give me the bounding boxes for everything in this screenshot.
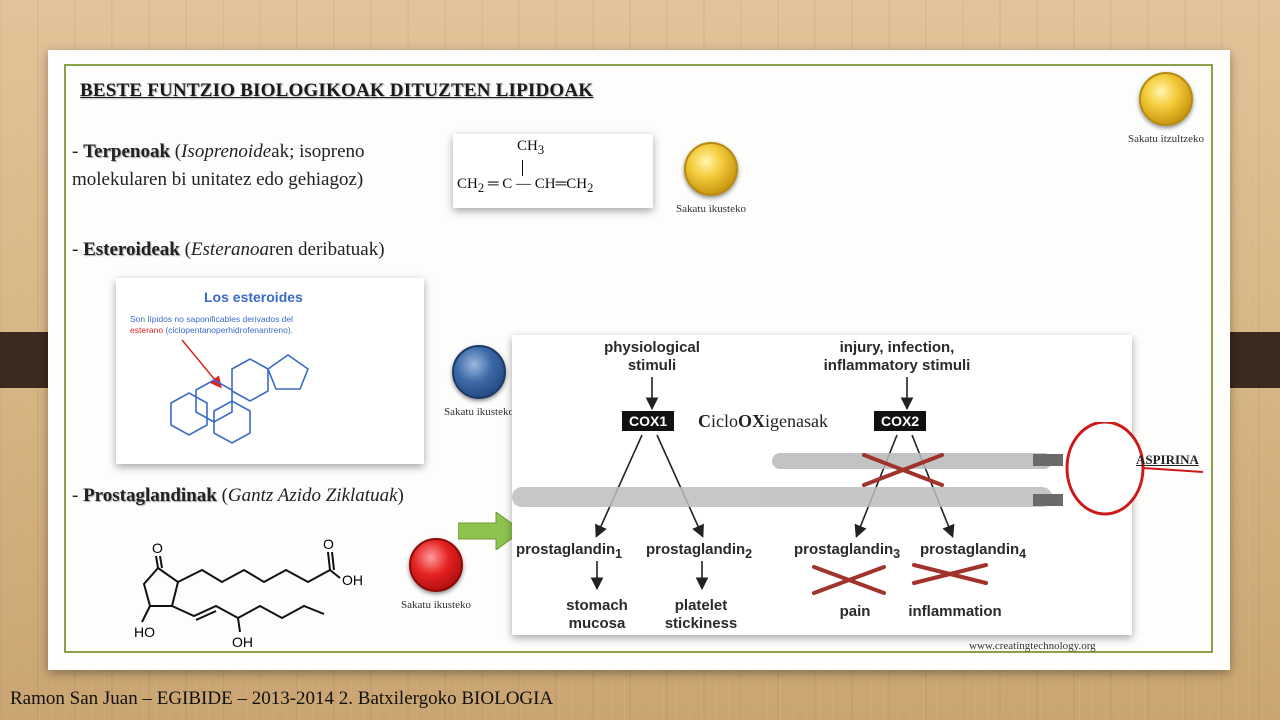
pg-ho: HO bbox=[134, 624, 155, 640]
pg-oh: OH bbox=[232, 634, 253, 650]
slide: BESTE FUNTZIO BIOLOGIKOAK DITUZTEN LIPID… bbox=[48, 50, 1230, 670]
formula-ch3: CH3 bbox=[517, 138, 545, 157]
ciclooxigenasak-label: CicloOXigenasak bbox=[696, 411, 830, 432]
terpenoak-dash: - bbox=[72, 141, 84, 162]
esteroideak-text: - Esteroideak (Esteranoaren deribatuak) bbox=[72, 236, 385, 264]
steroid-panel-title: Los esteroides bbox=[204, 289, 303, 305]
terpenoak-desc-line2: molekularen bi unitatez edo gehiagoz) bbox=[72, 169, 364, 190]
stimuli-physiological: physiological stimuli bbox=[604, 339, 700, 374]
prostaglandinak-desc-b: ) bbox=[397, 485, 404, 506]
terpenoak-desc-italic: Isoprenoide bbox=[181, 141, 272, 162]
esteroideak-desc-a: ( bbox=[179, 239, 191, 260]
cox2-label: COX2 bbox=[874, 411, 927, 431]
back-label: Sakatu itzultzeko bbox=[1127, 133, 1205, 145]
back-button[interactable] bbox=[1139, 72, 1193, 126]
steroid-show-label: Sakatu ikusteko bbox=[444, 406, 514, 418]
effect-platelet-stickiness: platelet stickiness bbox=[664, 597, 738, 632]
pg-oh-acid: OH bbox=[342, 572, 363, 588]
pg-o-acid: O bbox=[323, 536, 334, 552]
terpenoak-desc-b: ak; isopreno bbox=[271, 141, 365, 162]
steroid-panel: Los esteroides Son lípidos no saponifica… bbox=[116, 278, 424, 464]
pg-o-ketone: O bbox=[152, 540, 163, 556]
effect-pain: pain bbox=[839, 603, 871, 620]
cox-diagram-arrows bbox=[512, 377, 1052, 595]
terpenoak-text: - Terpenoak (Isoprenoideak; isopreno mol… bbox=[72, 138, 442, 194]
steroid-show-button-wrap[interactable]: Sakatu ikusteko bbox=[434, 345, 524, 420]
prostaglandin-molecule: O O OH HO OH bbox=[128, 534, 378, 658]
terpenoak-name: Terpenoak bbox=[83, 141, 171, 162]
prostaglandinak-desc-a: ( bbox=[216, 485, 228, 506]
esteroideak-name: Esteroideak bbox=[83, 239, 180, 260]
formula-bond-vertical bbox=[522, 160, 523, 176]
prostaglandinak-dash: - bbox=[72, 485, 84, 506]
prosta-show-button-wrap[interactable]: Sakatu ikusteko bbox=[391, 538, 481, 613]
slide-title: BESTE FUNTZIO BIOLOGIKOAK DITUZTEN LIPID… bbox=[80, 80, 594, 101]
isoprene-formula: CH3 CH2 ═ C — CH═CH2 bbox=[453, 134, 653, 208]
formula-main-chain: CH2 ═ C — CH═CH2 bbox=[457, 176, 594, 195]
esteroideak-desc-italic: Esteranoa bbox=[190, 239, 270, 260]
back-button-wrap[interactable]: Sakatu itzultzeko bbox=[1121, 72, 1211, 147]
cox-diagram: physiological stimuli injury, infection,… bbox=[512, 335, 1132, 635]
esteroideak-dash: - bbox=[72, 239, 84, 260]
pg3-label: prostaglandin3 bbox=[794, 541, 901, 561]
prostaglandinak-text: - Prostaglandinak (Gantz Azido Ziklatuak… bbox=[72, 482, 404, 510]
pg4-label: prostaglandin4 bbox=[920, 541, 1027, 561]
terpeno-show-button-wrap[interactable]: Sakatu ikusteko bbox=[666, 142, 756, 217]
slide-frame bbox=[64, 64, 1213, 653]
website-credit: www.creatingtechnology.org bbox=[969, 640, 1096, 652]
footer-credit: Ramon San Juan – EGIBIDE – 2013-2014 2. … bbox=[10, 688, 554, 709]
prostaglandinak-desc-italic: Gantz Azido Ziklatuak bbox=[227, 485, 398, 506]
prosta-show-button[interactable] bbox=[409, 538, 463, 592]
effect-inflammation: inflammation bbox=[908, 603, 1002, 620]
terpenoak-desc-a: ( bbox=[170, 141, 182, 162]
effect-stomach-mucosa: stomach mucosa bbox=[566, 597, 628, 632]
stimuli-injury: injury, infection, inflammatory stimuli bbox=[823, 339, 971, 374]
aspirina-pointer bbox=[1033, 422, 1204, 516]
esteroideak-desc-b: ren deribatuak) bbox=[269, 239, 385, 260]
terpeno-show-button[interactable] bbox=[684, 142, 738, 196]
green-arrow-icon bbox=[458, 512, 523, 550]
prosta-show-label: Sakatu ikusteko bbox=[401, 599, 471, 611]
steroid-structure bbox=[170, 339, 309, 444]
steroid-panel-desc: Son lípidos no saponificables derivados … bbox=[130, 314, 294, 335]
pg1-label: prostaglandin1 bbox=[516, 541, 623, 561]
cox1-label: COX1 bbox=[622, 411, 675, 431]
prostaglandinak-name: Prostaglandinak bbox=[83, 485, 217, 506]
steroid-show-button[interactable] bbox=[452, 345, 506, 399]
pg2-label: prostaglandin2 bbox=[646, 541, 753, 561]
prostaglandin-structure bbox=[141, 551, 341, 633]
aspirina-label: ASPIRINA bbox=[1136, 452, 1199, 467]
terpeno-show-label: Sakatu ikusteko bbox=[676, 203, 746, 215]
